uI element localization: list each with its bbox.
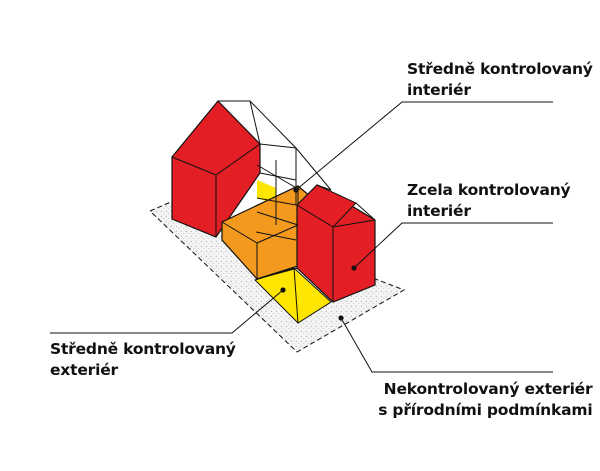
label-semi-controlled-exterior: Středně kontrolovaný exteriér xyxy=(50,339,236,381)
label-fully-controlled-interior: Zcela kontrolovaný interiér xyxy=(407,180,571,222)
leader-uncontrolled xyxy=(340,317,553,373)
label-semi-controlled-interior: Středně kontrolovaný interiér xyxy=(407,59,593,101)
leader-dots xyxy=(280,187,357,321)
leader-semi-interior xyxy=(295,101,553,191)
label-semi-exterior-line2: exteriér xyxy=(50,361,118,379)
dot-uncontrolled xyxy=(338,315,344,321)
label-full-interior-line2: interiér xyxy=(407,202,471,220)
label-full-interior-line1: Zcela kontrolovaný xyxy=(407,181,571,199)
right-house-fully-controlled xyxy=(296,184,376,303)
label-uncontrolled-exterior: Nekontrolovaný exteriér s přírodními pod… xyxy=(373,379,592,421)
label-uncontrolled-line2: s přírodními podmínkami xyxy=(378,401,593,419)
label-uncontrolled-line1: Nekontrolovaný exteriér xyxy=(383,380,593,398)
wireframe-frame xyxy=(218,100,332,241)
label-semi-interior-line2: interiér xyxy=(407,81,471,99)
leader-full-interior xyxy=(353,222,553,269)
dot-semi-exterior xyxy=(280,287,286,293)
dot-full-interior xyxy=(351,265,357,271)
leader-semi-exterior xyxy=(50,289,284,334)
label-semi-interior-line1: Středně kontrolovaný xyxy=(407,60,593,78)
label-semi-exterior-line1: Středně kontrolovaný xyxy=(50,340,236,358)
leader-lines xyxy=(50,101,553,373)
dot-semi-interior xyxy=(293,187,299,193)
